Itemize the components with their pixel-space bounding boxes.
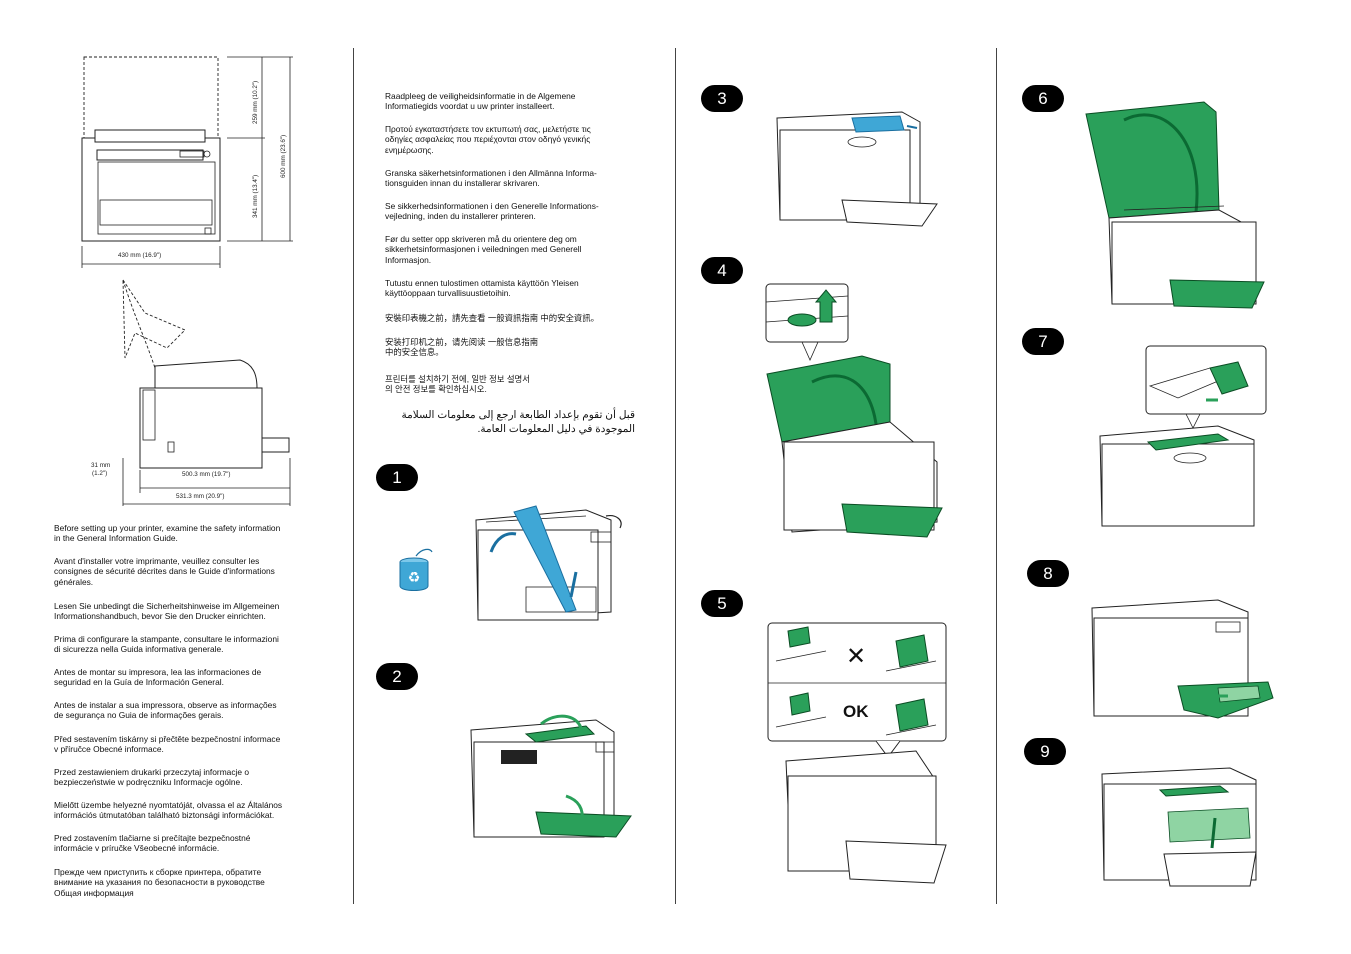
step5-install-toner-illustration [767,622,947,884]
safety-text-fi: Tutustu ennen tulostimen ottamista käytt… [385,278,579,299]
step6-close-top-cover-illustration [1085,101,1265,309]
safety-text-sk: Pred zostavením tlačiarne si prečítajte … [54,833,251,854]
safety-text-de: Lesen Sie unbedingt die Sicherheitshinwe… [54,601,280,622]
safety-text-es: Antes de montar su impresora, lea las in… [54,667,262,688]
safety-text-sv: Granska säkerhetsinformationen i den All… [385,168,597,189]
dim-height-body: 341 mm (13.4") [252,174,259,218]
svg-text:♻: ♻ [408,570,421,586]
safety-text-zh-cn: 安装打印机之前，请先阅读 一般信息指南 中的安全信息。 [385,337,539,358]
step9-load-paper-illustration [1101,767,1257,887]
printer-front-dimension-drawing [81,56,293,268]
step-badge-1: 1 [376,464,418,491]
safety-text-ar: قبل أن تقوم بإعداد الطابعة ارجع إلى معلو… [401,409,635,435]
safety-text-zh-tw: 安裝印表機之前，請先查看 一般資訊指南 中的安全資訊。 [385,313,600,323]
step-badge-2: 2 [376,663,418,690]
step-badge-9: 9 [1024,738,1066,765]
column-divider-2 [675,48,676,904]
step3-remove-shipping-material-illustration [776,111,938,227]
dim-rear-offset: 31 mm [91,462,111,469]
column-divider-3 [996,48,997,904]
safety-text-it: Prima di configurare la stampante, consu… [54,634,279,655]
safety-text-nl: Raadpleeg de veiligheidsinformatie in de… [385,91,576,112]
safety-text-pt: Antes de instalar a sua impressora, obse… [54,700,277,721]
dim-depth-total: 531.3 mm (20.9") [176,493,225,500]
recycle-icon: ♻ [399,548,433,591]
safety-text-cs: Před sestavením tiskárny si přečtěte bez… [54,734,281,755]
step1-remove-tape-illustration [475,505,622,621]
safety-text-pl: Przed zestawieniem drukarki przeczytaj i… [54,767,250,788]
dim-depth: 500.3 mm (19.7") [182,471,231,478]
column-divider-1 [353,48,354,904]
step5-wrong-mark: ✕ [846,642,867,670]
step-badge-4: 4 [701,257,743,284]
step-badge-7: 7 [1022,328,1064,355]
safety-text-da: Se sikkerhedsinformationen i den Generel… [385,201,599,222]
step-badge-5: 5 [701,590,743,617]
step-badge-6: 6 [1022,85,1064,112]
step-badge-3: 3 [701,85,743,112]
safety-text-fr: Avant d'installer votre imprimante, veui… [54,556,275,587]
step7-output-tray-extension-illustration [1099,345,1267,527]
safety-text-en: Before setting up your printer, examine … [54,523,281,544]
step2-open-trays-illustration [470,714,632,838]
safety-text-ko: 프린터를 설치하기 전에, 일반 정보 설명서 의 안전 정보를 확인하십시오. [385,374,530,395]
step8-insert-paper-tray-illustration [1091,599,1274,719]
dim-height-top: 259 mm (10.2") [252,80,259,124]
safety-text-ru: Прежде чем приступить к сборке принтера,… [54,867,265,898]
step5-ok-label: OK [843,702,869,721]
dim-width-front: 430 mm (16.9") [118,252,162,259]
safety-text-no: Før du setter opp skriveren må du orient… [385,234,582,265]
step-badge-8: 8 [1027,560,1069,587]
dim-height-total: 600 mm (23.6") [280,134,287,178]
printer-side-dimension-drawing [122,278,291,506]
safety-text-hu: Mielőtt üzembe helyezné nyomtatóját, olv… [54,800,283,821]
safety-text-el: Προτού εγκαταστήσετε τον εκτυπωτή σας, μ… [385,124,591,155]
dim-rear-offset-inches: (1.2") [92,470,108,477]
step4-open-top-cover-illustration [765,283,943,538]
